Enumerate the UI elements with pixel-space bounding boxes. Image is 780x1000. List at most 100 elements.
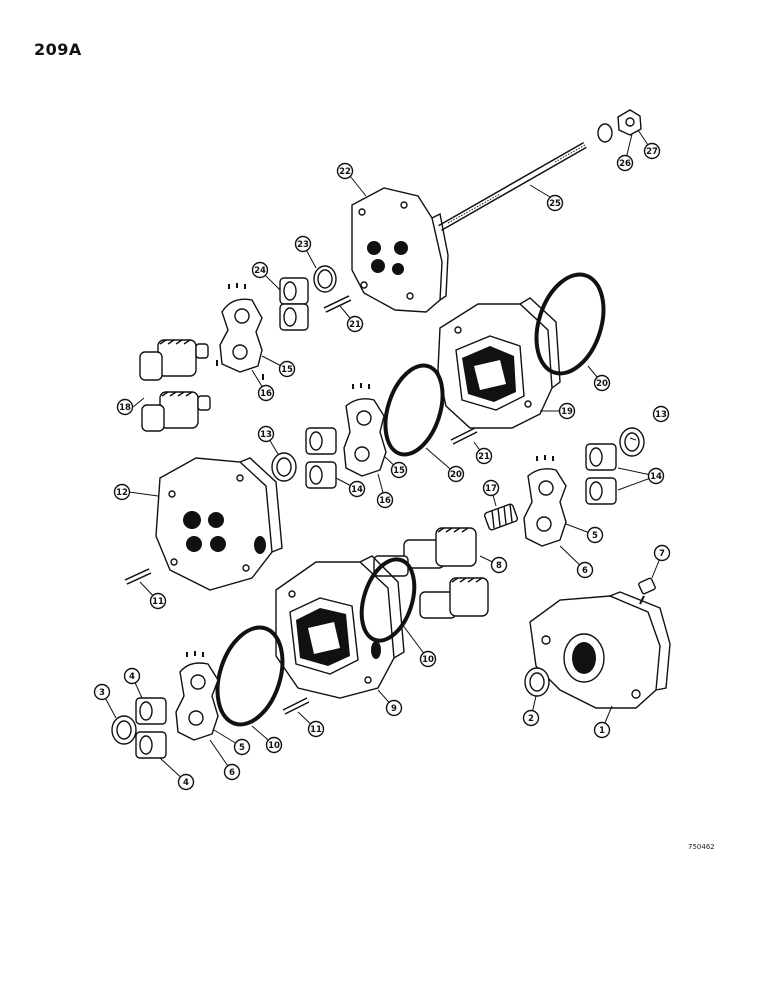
svg-text:21: 21 bbox=[478, 452, 490, 462]
callout: 24 bbox=[251, 261, 269, 279]
svg-text:13: 13 bbox=[260, 430, 272, 440]
svg-text:6: 6 bbox=[582, 566, 588, 576]
svg-text:5: 5 bbox=[592, 531, 598, 541]
svg-text:20: 20 bbox=[450, 470, 462, 480]
svg-text:8: 8 bbox=[496, 561, 502, 571]
callout: 27 bbox=[643, 142, 661, 160]
svg-text:27: 27 bbox=[646, 147, 658, 157]
callout: 10 bbox=[419, 650, 437, 668]
callout: 5 bbox=[233, 738, 251, 756]
callout: 12 bbox=[113, 483, 131, 501]
svg-text:1: 1 bbox=[599, 726, 605, 736]
callout: 26 bbox=[616, 154, 634, 172]
callout: 20 bbox=[447, 465, 465, 483]
callout: 19 bbox=[558, 402, 576, 420]
callout: 6 bbox=[576, 561, 594, 579]
callout: 11 bbox=[149, 592, 167, 610]
pump-body-lower bbox=[275, 555, 405, 699]
drive-gear-pair bbox=[373, 527, 489, 619]
o-ring bbox=[534, 272, 606, 376]
callout: 25 bbox=[546, 194, 564, 212]
svg-text:23: 23 bbox=[297, 240, 309, 250]
callout: 7 bbox=[653, 544, 671, 562]
wear-plate-lower bbox=[175, 651, 219, 741]
callout: 17 bbox=[482, 479, 500, 497]
svg-text:11: 11 bbox=[310, 725, 322, 735]
svg-text:9: 9 bbox=[391, 704, 397, 714]
callout: 23 bbox=[294, 235, 312, 253]
needle-bearing-pair bbox=[585, 443, 617, 505]
callout: 15 bbox=[278, 360, 296, 378]
callout: 16 bbox=[376, 491, 394, 509]
svg-text:13: 13 bbox=[655, 410, 667, 420]
o-ring bbox=[215, 625, 285, 727]
callout: 13 bbox=[652, 405, 670, 423]
callout: 5 bbox=[586, 526, 604, 544]
callout: 18 bbox=[116, 398, 134, 416]
svg-text:2: 2 bbox=[528, 714, 534, 724]
svg-text:4: 4 bbox=[183, 778, 189, 788]
callout: 21 bbox=[346, 315, 364, 333]
callout: 11 bbox=[307, 720, 325, 738]
svg-text:21: 21 bbox=[349, 320, 361, 330]
callout: 9 bbox=[385, 699, 403, 717]
needle-bearing-pair bbox=[305, 427, 337, 489]
svg-text:19: 19 bbox=[561, 407, 573, 417]
seal-ring bbox=[111, 715, 137, 745]
svg-text:25: 25 bbox=[549, 199, 561, 209]
spline-coupling bbox=[483, 503, 519, 531]
svg-text:11: 11 bbox=[152, 597, 164, 607]
page-number: 209A bbox=[34, 40, 82, 59]
callout: 1 bbox=[593, 721, 611, 739]
svg-text:16: 16 bbox=[379, 496, 391, 506]
o-ring bbox=[383, 363, 445, 457]
callout: 16 bbox=[257, 384, 275, 402]
svg-text:14: 14 bbox=[650, 472, 662, 482]
callout: 8 bbox=[490, 556, 508, 574]
hex-nut bbox=[617, 109, 642, 136]
needle-bearing-pair bbox=[279, 277, 309, 331]
svg-text:6: 6 bbox=[229, 768, 235, 778]
callout: 15 bbox=[390, 461, 408, 479]
svg-text:15: 15 bbox=[393, 466, 405, 476]
gear-pair-upper bbox=[139, 339, 211, 432]
stud-rod bbox=[438, 141, 587, 232]
callout: 10 bbox=[265, 736, 283, 754]
callout: 13 bbox=[257, 425, 275, 443]
seal-ring bbox=[271, 452, 297, 482]
svg-text:10: 10 bbox=[422, 655, 434, 665]
svg-text:24: 24 bbox=[254, 266, 266, 276]
svg-text:22: 22 bbox=[339, 167, 351, 177]
needle-bearing-pair bbox=[135, 697, 167, 759]
svg-text:10: 10 bbox=[268, 741, 280, 751]
svg-text:20: 20 bbox=[596, 379, 608, 389]
wear-plate-upper bbox=[216, 283, 264, 380]
svg-text:7: 7 bbox=[659, 549, 665, 559]
callout: 4 bbox=[123, 667, 141, 685]
pump-housing bbox=[155, 457, 283, 591]
callout: 4 bbox=[177, 773, 195, 791]
svg-text:26: 26 bbox=[619, 159, 631, 169]
callout: 20 bbox=[593, 374, 611, 392]
callout: 14 bbox=[647, 467, 665, 485]
callout: 2 bbox=[522, 709, 540, 727]
svg-text:4: 4 bbox=[129, 672, 135, 682]
o-ring bbox=[359, 557, 417, 643]
svg-text:5: 5 bbox=[239, 743, 245, 753]
callout: 21 bbox=[475, 447, 493, 465]
svg-text:3: 3 bbox=[99, 688, 105, 698]
wear-plate-right bbox=[523, 455, 567, 547]
svg-text:18: 18 bbox=[119, 403, 131, 413]
svg-text:17: 17 bbox=[485, 484, 497, 494]
svg-text:15: 15 bbox=[281, 365, 293, 375]
washer bbox=[597, 123, 613, 143]
shaft-seal bbox=[524, 667, 550, 697]
svg-text:16: 16 bbox=[260, 389, 272, 399]
callout: 22 bbox=[336, 162, 354, 180]
callout: 14 bbox=[348, 480, 366, 498]
svg-text:12: 12 bbox=[116, 488, 128, 498]
drawing-code: 750462 bbox=[688, 843, 715, 851]
svg-text:14: 14 bbox=[351, 485, 363, 495]
end-plate bbox=[351, 187, 449, 313]
